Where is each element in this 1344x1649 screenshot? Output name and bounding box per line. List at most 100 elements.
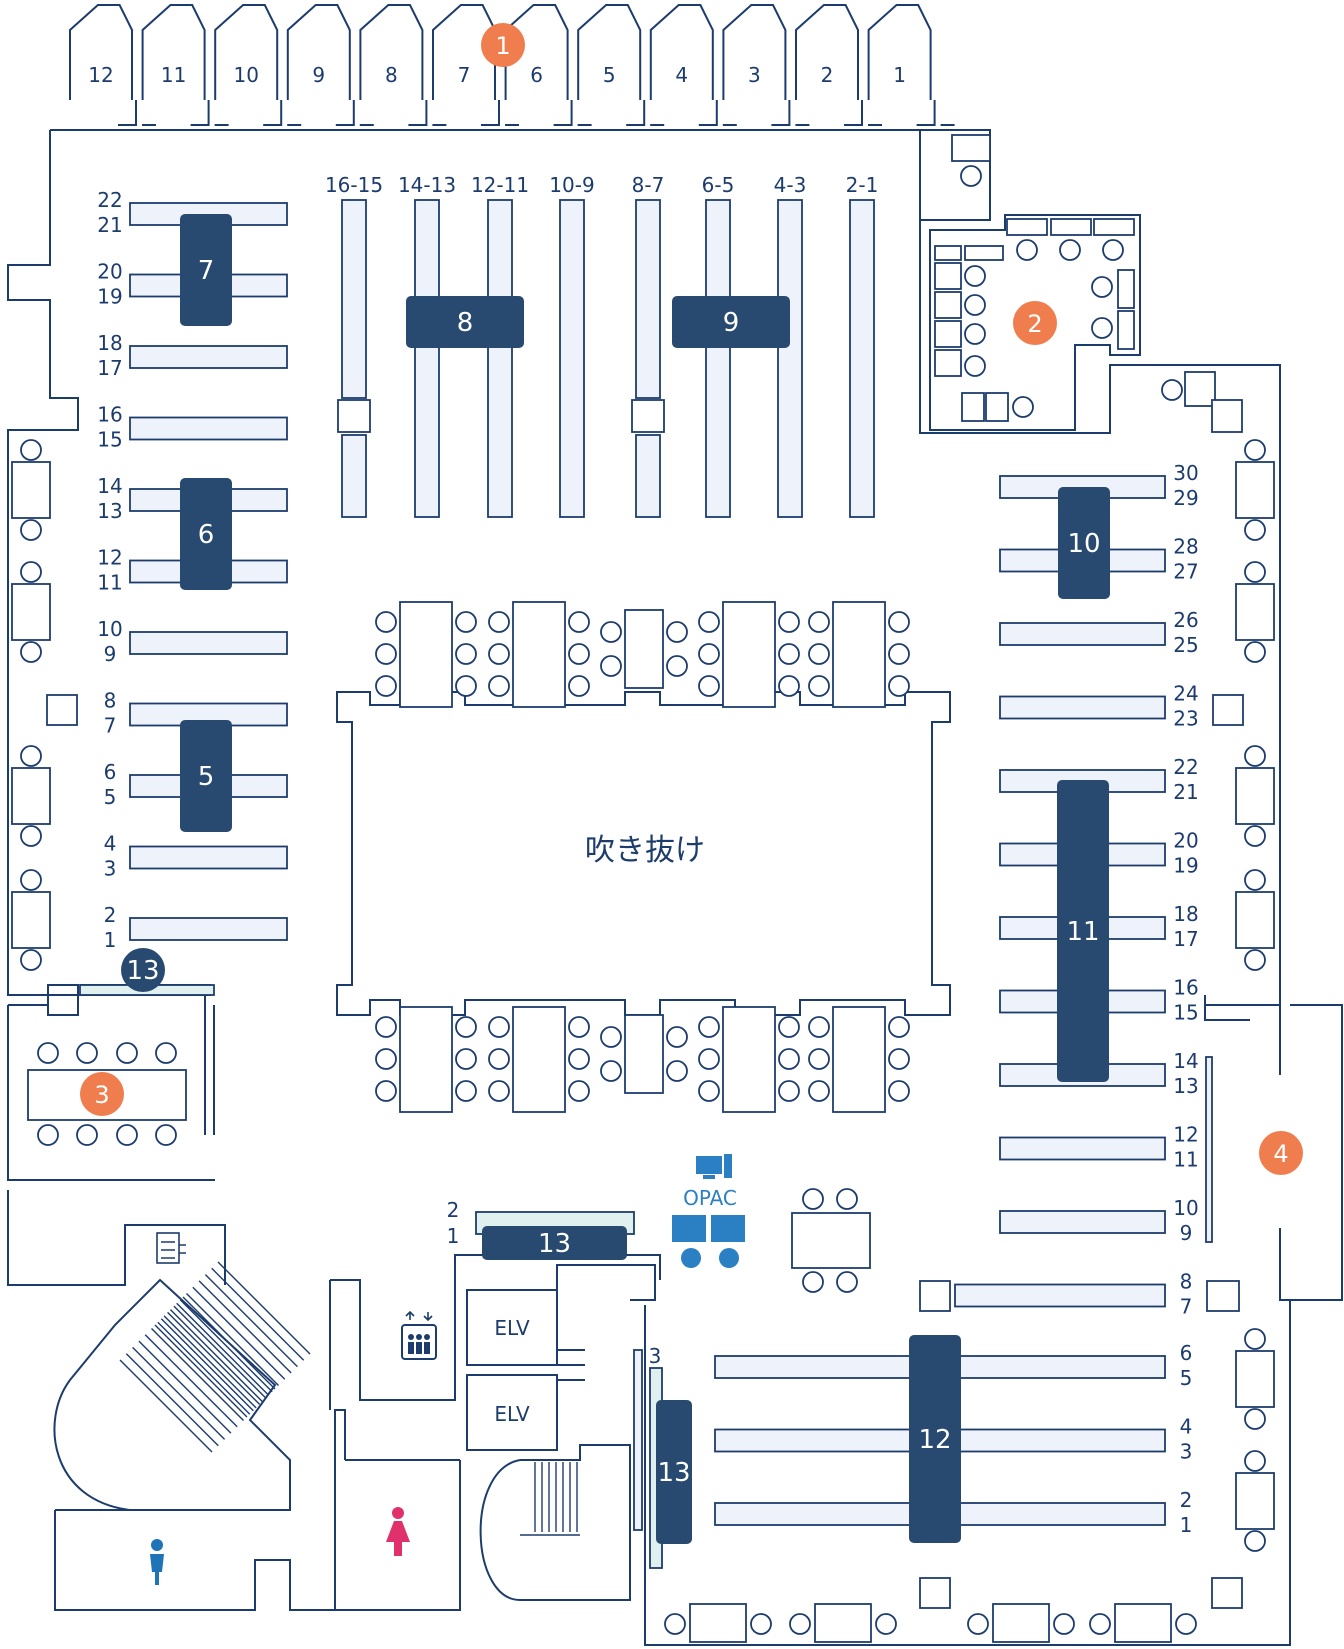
shelf-label: 6 — [104, 760, 117, 784]
reading-table — [808, 1006, 910, 1113]
area-block-label: 5 — [198, 762, 215, 792]
shelf-label: 9 — [1180, 1221, 1193, 1245]
shelf-label: 20 — [97, 260, 122, 284]
shelf-label: 6-5 — [702, 173, 735, 197]
area-marker-1[interactable]: 1 — [481, 23, 525, 67]
study-room-3[interactable]: 3 — [722, 4, 810, 126]
shelf-label: 21 — [1173, 780, 1198, 804]
shelf-label: 8 — [104, 689, 117, 713]
area-block-7[interactable]: 7 — [180, 214, 232, 326]
right-corner-fixtures — [46, 371, 1290, 1609]
elevators: ELV ELV — [329, 1264, 656, 1451]
study-room-label: 4 — [675, 63, 688, 87]
elevator-label-1: ELV — [494, 1316, 530, 1340]
shelf-label: 14 — [1173, 1049, 1198, 1073]
restrooms — [150, 1409, 460, 1610]
shelf-label: 10-9 — [549, 173, 594, 197]
study-room-9[interactable]: 9 — [286, 4, 374, 126]
study-room-label: 5 — [603, 63, 616, 87]
area-block-5[interactable]: 5 — [180, 720, 232, 832]
shelf-label: 10 — [97, 617, 122, 641]
top-shelf-6-5: 6-5 — [702, 173, 735, 518]
bottom-desks — [664, 1603, 1197, 1643]
study-room-12[interactable]: 12 — [69, 4, 156, 126]
shelf-label: 13 — [1173, 1074, 1198, 1098]
right-shelf: 109 — [999, 1196, 1199, 1245]
shelf-label: 15 — [97, 428, 122, 452]
top-shelf-10-9: 10-9 — [549, 173, 595, 518]
bottom-desk — [664, 1603, 772, 1643]
shelf-label: 1 — [104, 928, 117, 952]
reading-table — [600, 1014, 688, 1094]
opac-computer-icon — [696, 1154, 732, 1179]
study-room-label: 1 — [893, 63, 906, 87]
main-staircase — [53, 1261, 311, 1511]
study-room-10[interactable]: 10 — [214, 4, 302, 126]
female-restroom-icon — [386, 1507, 410, 1556]
lounge-area — [929, 134, 1141, 431]
area-block-8[interactable]: 8 — [406, 296, 524, 348]
reading-table — [600, 609, 688, 689]
shelf-label: 12 — [1173, 1123, 1198, 1147]
area-block-10[interactable]: 10 — [1058, 487, 1110, 599]
shelf-label: 4 — [1180, 1415, 1193, 1439]
shelf-label: 30 — [1173, 461, 1198, 485]
top-shelf-4-3: 4-3 — [774, 173, 806, 518]
shelf-label: 16 — [1173, 976, 1198, 1000]
shelf-label: 21 — [97, 213, 122, 237]
opac-station[interactable]: OPAC — [672, 1154, 745, 1268]
shelf-label: 23 — [1173, 707, 1198, 731]
shelf-label: 28 — [1173, 535, 1198, 559]
area-block-13[interactable]: 13 — [121, 948, 165, 992]
study-room-4[interactable]: 4 — [649, 4, 737, 126]
opac-label: OPAC — [683, 1186, 737, 1210]
study-room-11[interactable]: 11 — [141, 4, 229, 126]
area-block-11[interactable]: 11 — [1057, 780, 1109, 1082]
wall-desk — [1235, 439, 1275, 541]
left-shelf: 43 — [104, 832, 288, 881]
study-room-8[interactable]: 8 — [359, 4, 447, 126]
area-marker-3[interactable]: 3 — [80, 1072, 124, 1116]
shelf-label: 10 — [1173, 1196, 1198, 1220]
left-shelf: 21 — [104, 903, 288, 952]
atrium-label: 吹き抜け — [585, 833, 705, 868]
area-marker-label: 3 — [94, 1081, 109, 1109]
male-restroom-icon — [150, 1539, 164, 1585]
atrium-tables — [375, 601, 910, 1113]
center-shelf-label-bottom: 1 — [447, 1224, 460, 1248]
shelf-label: 3 — [1180, 1440, 1193, 1464]
right-shelf-group: 3029282726252423222120191817161514131211… — [954, 461, 1199, 1319]
study-room-5[interactable]: 5 — [577, 4, 665, 126]
study-room-label: 10 — [233, 63, 258, 87]
study-room-1[interactable]: 1 — [867, 4, 955, 126]
wall-desk — [11, 745, 51, 847]
area-marker-4[interactable]: 4 — [1259, 1131, 1303, 1175]
study-room-2[interactable]: 2 — [795, 4, 882, 126]
wall-desks — [11, 439, 1275, 1552]
shelf-label: 19 — [97, 285, 122, 309]
area-block-12[interactable]: 12 — [909, 1335, 961, 1543]
shelf-label: 12-11 — [471, 173, 529, 197]
bottom-desk — [789, 1603, 897, 1643]
meeting-room — [8, 984, 215, 1146]
shelf-label: 8-7 — [632, 173, 665, 197]
area-marker-2[interactable]: 2 — [1013, 301, 1057, 345]
top-shelf-14-13: 14-13 — [398, 173, 456, 518]
shelf-label: 1 — [1180, 1513, 1193, 1537]
area-block-9[interactable]: 9 — [672, 296, 790, 348]
area-block-label: 13 — [538, 1229, 571, 1259]
study-room-label: 3 — [748, 63, 761, 87]
area-block-13[interactable]: 13 — [482, 1226, 627, 1260]
area-block-6[interactable]: 6 — [180, 478, 232, 590]
shelf-label: 2 — [1180, 1488, 1193, 1512]
shelf-label: 16 — [97, 403, 122, 427]
shelf-label: 24 — [1173, 682, 1198, 706]
study-room-label: 6 — [530, 63, 543, 87]
area-block-13[interactable]: 13 — [656, 1400, 692, 1544]
shelf-label: 20 — [1173, 829, 1198, 853]
area-block-label: 13 — [657, 1458, 690, 1488]
